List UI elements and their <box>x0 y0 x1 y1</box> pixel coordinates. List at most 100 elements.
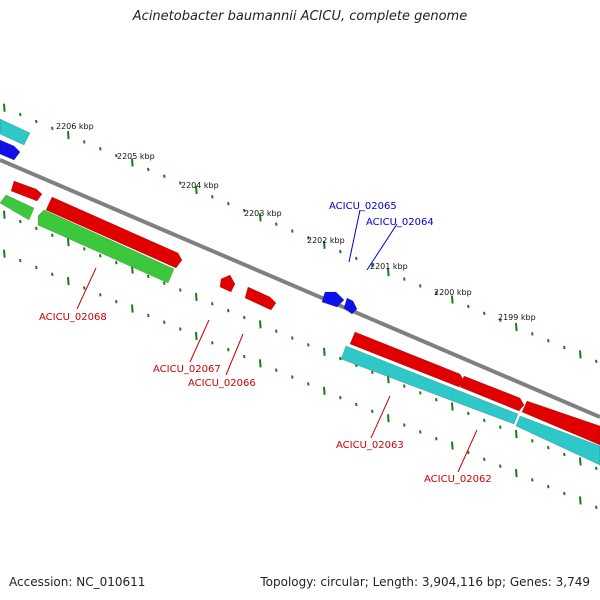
gene-arrow[interactable] <box>10 180 43 202</box>
gene-label-ACICU_02065[interactable]: ACICU_02065 <box>329 201 397 212</box>
outer-ruler-tick <box>387 268 390 277</box>
outer-ruler-tick <box>211 195 214 199</box>
inner-ruler-tick <box>435 398 438 402</box>
cyan-feature-ACICU_02062[interactable] <box>515 415 600 466</box>
outer-ruler-tick <box>499 318 502 322</box>
kbp-label-2206: 2206 kbp <box>56 122 94 131</box>
inner-ruler-tick <box>115 260 118 265</box>
inner-ruler-tick-2 <box>195 331 198 341</box>
inner-ruler-tick <box>163 281 166 285</box>
outer-ruler-tick <box>419 284 422 288</box>
outer-ruler-tick <box>19 112 22 117</box>
outer-ruler-tick <box>147 167 150 172</box>
inner-ruler-tick-2 <box>595 505 598 509</box>
green-feature-long[interactable] <box>37 209 175 284</box>
gene-ACICU_02065-arrow[interactable] <box>321 291 345 308</box>
outer-ruler-tick <box>467 304 470 309</box>
gene-ACICU_02067-arrow[interactable] <box>219 274 236 293</box>
leader-ACICU_02062 <box>457 429 478 473</box>
inner-ruler-tick-2 <box>435 437 438 441</box>
outer-ruler-tick <box>483 311 486 316</box>
inner-ruler-tick <box>83 247 86 251</box>
inner-ruler-tick <box>307 343 310 347</box>
inner-ruler-tick-2 <box>211 341 214 345</box>
inner-ruler-tick <box>403 384 406 388</box>
inner-ruler-tick-2 <box>67 277 70 286</box>
outer-ruler-tick <box>163 174 166 178</box>
inner-ruler-tick <box>3 210 6 219</box>
inner-ruler-tick-2 <box>259 359 262 368</box>
inner-ruler-tick <box>547 446 550 450</box>
leader-ACICU_02067 <box>189 319 210 363</box>
inner-ruler-tick-2 <box>531 478 534 482</box>
outer-ruler-tick <box>371 263 374 268</box>
inner-ruler-tick-2 <box>579 496 582 505</box>
outer-ruler-tick <box>435 291 438 295</box>
inner-ruler-tick-2 <box>83 286 86 290</box>
inner-ruler-tick-2 <box>147 313 150 318</box>
outer-ruler-tick <box>83 140 86 144</box>
inner-ruler-tick-2 <box>115 299 118 304</box>
gene-label-ACICU_02068[interactable]: ACICU_02068 <box>39 312 107 323</box>
gene-arrow-2[interactable] <box>459 375 525 412</box>
outer-ruler-tick <box>3 103 6 112</box>
outer-ruler-tick <box>355 256 358 261</box>
kbp-label-2204: 2204 kbp <box>181 181 219 190</box>
inner-ruler-tick-2 <box>339 395 342 400</box>
inner-ruler-tick <box>451 402 454 411</box>
gene-label-ACICU_02064[interactable]: ACICU_02064 <box>366 217 434 228</box>
outer-ruler-tick <box>115 153 118 158</box>
inner-ruler-tick-2 <box>467 450 470 455</box>
blue-feature-arrow[interactable] <box>0 139 21 161</box>
outer-ruler-tick <box>51 126 54 130</box>
outer-ruler-tick <box>595 359 598 363</box>
inner-ruler-tick-2 <box>19 258 22 263</box>
gene-label-ACICU_02063[interactable]: ACICU_02063 <box>336 440 404 451</box>
inner-ruler-tick-2 <box>243 354 246 359</box>
green-feature-arrow[interactable] <box>0 194 35 221</box>
gene-label-ACICU_02066[interactable]: ACICU_02066 <box>188 378 256 389</box>
inner-ruler-tick-2 <box>355 402 358 407</box>
inner-ruler-tick-2 <box>387 414 390 423</box>
outer-ruler-tick <box>547 339 550 343</box>
outer-ruler-tick <box>179 181 182 185</box>
ruler-labels: 2206 kbp 2205 kbp 2204 kbp 2203 kbp 2202… <box>56 122 536 322</box>
inner-ruler-tick <box>483 418 486 423</box>
gene-labels: ACICU_02068 ACICU_02067 ACICU_02066 ACIC… <box>39 201 492 485</box>
gene-label-ACICU_02067[interactable]: ACICU_02067 <box>153 364 221 375</box>
outer-ruler-tick <box>35 119 38 124</box>
kbp-label-2200: 2200 kbp <box>434 288 472 297</box>
gene-label-ACICU_02062[interactable]: ACICU_02062 <box>424 474 492 485</box>
inner-ruler-tick <box>51 233 54 237</box>
inner-ruler-tick-2 <box>3 249 6 258</box>
inner-ruler-tick <box>35 226 38 231</box>
inner-ruler-tick <box>227 308 230 313</box>
outer-ruler-tick <box>403 277 406 281</box>
inner-ruler-tick-2 <box>563 491 566 496</box>
inner-ruler-tick-2 <box>307 382 310 386</box>
inner-ruler-tick <box>19 219 22 224</box>
cyan-feature-ACICU_02063[interactable] <box>340 345 519 425</box>
map-title: Acinetobacter baumannii ACICU, complete … <box>132 9 468 24</box>
inner-ruler-tick-2 <box>99 293 102 297</box>
inner-ruler-tick <box>179 288 182 292</box>
inner-ruler-tick <box>515 429 518 439</box>
inner-ruler-tick <box>291 336 294 340</box>
inner-ruler-tick-2 <box>179 327 182 331</box>
inner-ruler-tick-2 <box>499 464 502 468</box>
outer-ruler-tick <box>531 332 534 336</box>
inner-ruler-tick-2 <box>483 457 486 462</box>
inner-ruler-tick <box>595 466 598 470</box>
cyan-feature[interactable] <box>0 118 31 146</box>
outer-ruler-tick <box>323 240 326 249</box>
inner-ruler-tick <box>579 457 582 466</box>
gene-ACICU_02062-arrow[interactable] <box>521 400 600 446</box>
gene-ACICU_02064-arrow[interactable] <box>343 297 358 315</box>
kbp-label-2201: 2201 kbp <box>370 262 408 271</box>
outer-ruler-tick <box>67 131 70 140</box>
genome-backbone <box>0 158 600 419</box>
outer-ruler-tick <box>307 236 310 240</box>
gene-ACICU_02068-arrow[interactable] <box>45 196 183 269</box>
gene-ACICU_02066-arrow[interactable] <box>244 286 277 311</box>
inner-ruler-tick <box>211 302 214 306</box>
